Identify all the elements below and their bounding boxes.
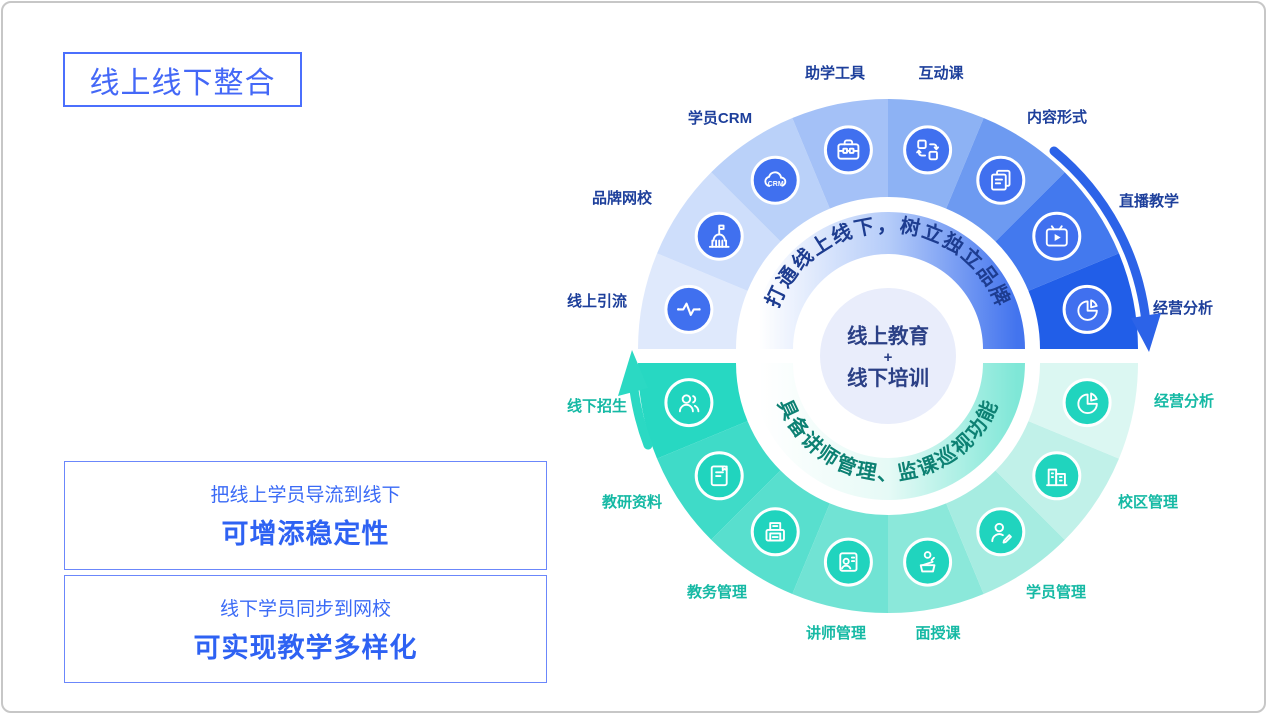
offline-flow-arrowhead (618, 350, 648, 396)
callout-line1: 线下学员同步到网校 (219, 598, 391, 620)
segment-label: 学员CRM (688, 109, 752, 127)
offline-inner-ring (751, 363, 1025, 500)
segment-label: 校区管理 (1118, 493, 1178, 511)
icon-badge (903, 125, 953, 175)
segment-label: 互动课 (918, 64, 964, 82)
callout-box-offline-to-online: 线下学员同步到网校 可实现教学多样化 (64, 575, 547, 683)
segment-label: 经营分析 (1154, 392, 1214, 410)
segment-label: 面授课 (915, 624, 961, 642)
segment-label: 线下招生 (567, 397, 627, 415)
segment-label: 品牌网校 (592, 189, 653, 207)
online-flow-arrow (1049, 146, 1151, 327)
segment-label: 线上引流 (567, 292, 627, 310)
segment-label: 学员管理 (1026, 583, 1086, 601)
center-circle (820, 288, 956, 424)
callout-line1: 把线上学员导流到线下 (210, 485, 401, 506)
page-title: 线上线下整合 (89, 66, 276, 100)
segment-label: 助学工具 (805, 64, 865, 82)
segment-label: 直播教学 (1119, 192, 1179, 210)
segment-label: 教务管理 (686, 583, 747, 601)
segment-label: 教研资料 (601, 493, 662, 511)
center-line2: 线下培训 (847, 366, 929, 390)
icon-badge (903, 537, 953, 587)
icon-badge (750, 507, 800, 557)
center-plus: + (884, 349, 893, 366)
callout-line2: 可增添稳定性 (221, 519, 390, 549)
segment-label: 内容形式 (1027, 108, 1087, 126)
title-box: 线上线下整合 (63, 52, 302, 107)
segment-label: 讲师管理 (806, 624, 866, 642)
diagram-center: 线上教育 + 线下培训 (820, 288, 956, 424)
offline-flow-arrow (629, 385, 653, 450)
callout-box-online-to-offline: 把线上学员导流到线下 可增添稳定性 (64, 461, 547, 570)
online-inner-ring (751, 212, 1025, 349)
online-flow-arrowhead (1131, 313, 1161, 352)
icon-badge (823, 125, 873, 175)
segment-label: 经营分析 (1153, 299, 1213, 317)
callout-line2: 可实现教学多样化 (193, 632, 418, 663)
center-line1: 线上教育 (847, 324, 929, 348)
icon-badge (694, 211, 744, 261)
